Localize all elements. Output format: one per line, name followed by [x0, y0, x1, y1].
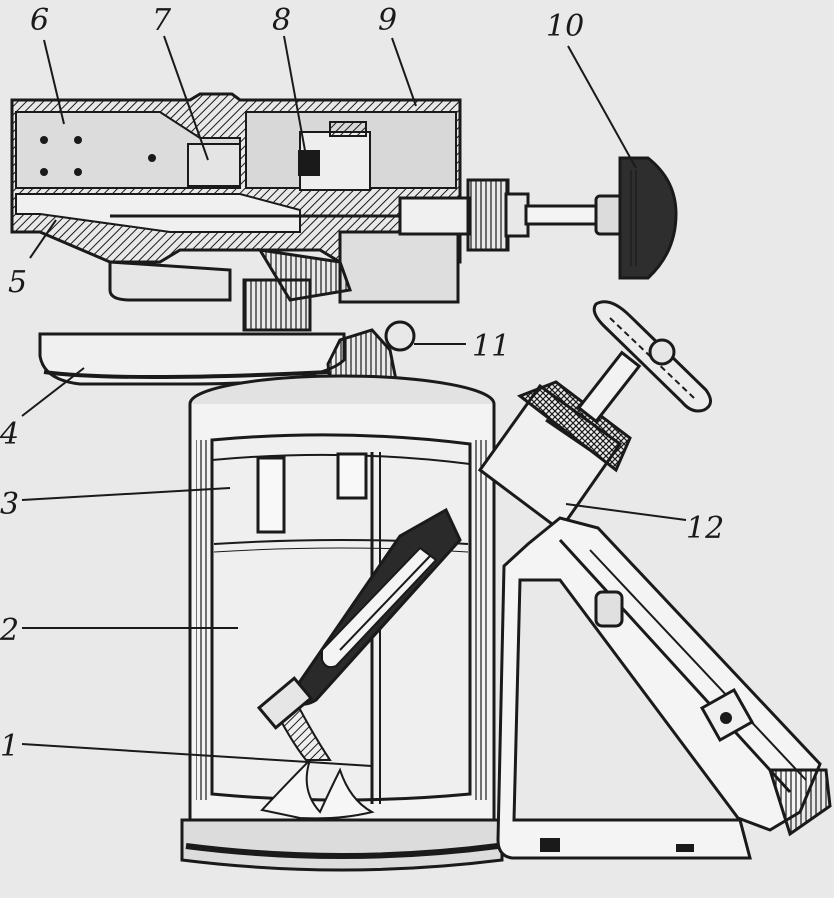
pump-cylinder [256, 507, 462, 730]
leader-lines [21, 35, 687, 767]
callout-6: 6 [30, 3, 49, 38]
leader-4 [21, 367, 85, 417]
leader-1 [21, 743, 373, 767]
air-holes [40, 136, 156, 176]
leader-3 [21, 487, 231, 501]
callout-4: 4 [0, 417, 19, 452]
callout-8: 8 [272, 3, 291, 38]
pump-handle-12 [477, 300, 712, 533]
leader-7 [163, 35, 209, 161]
callout-labels: 1 2 3 4 5 6 7 8 9 10 11 12 [0, 3, 724, 764]
mixing-chamber-6 [15, 111, 241, 189]
callout-3: 3 [0, 487, 19, 522]
leader-10 [567, 45, 637, 169]
callout-1: 1 [0, 729, 19, 764]
callout-9: 9 [378, 3, 397, 38]
leader-6 [43, 39, 65, 125]
callout-12: 12 [686, 511, 724, 546]
burner-stem [242, 278, 312, 332]
callout-10: 10 [546, 9, 584, 44]
leader-8 [283, 35, 307, 157]
channel-5 [15, 193, 301, 233]
leader-9 [391, 37, 417, 107]
insert-7 [187, 143, 241, 187]
carry-handle [496, 516, 832, 860]
valve-spindle [398, 156, 678, 280]
callout-11: 11 [472, 329, 510, 364]
filler-cap-11 [326, 320, 416, 384]
callout-5: 5 [8, 265, 27, 300]
air-tube-3 [256, 456, 286, 534]
leader-5 [29, 219, 57, 259]
burner-head [10, 92, 462, 332]
callout-7: 7 [152, 3, 172, 38]
callout-2: 2 [0, 613, 19, 648]
leader-12 [565, 503, 687, 521]
